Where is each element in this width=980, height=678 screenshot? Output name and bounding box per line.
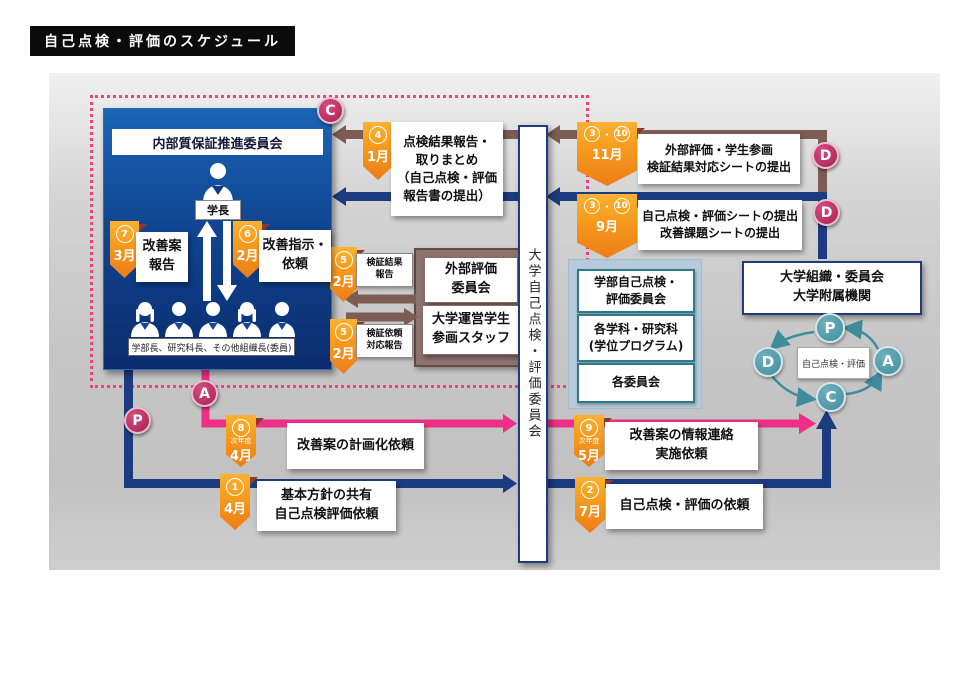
arrowhead-verification-result [344,290,358,308]
label-improvement-info: 改善案の情報連絡 実施依頼 [605,422,758,470]
badge-step8-april: 8 次年度 4月 [226,415,256,467]
phase-marker-do-top: D [812,142,839,169]
label-verification-result: 検証結果 報告 [356,253,413,287]
arrowhead-blue-left [332,187,346,206]
fiscal-note: 次年度 [230,437,252,445]
staff-strip-label: 学部長、研究科長、その他組織長(委員) [128,338,295,356]
label-improvement-planning: 改善案の計画化依頼 [287,423,424,469]
separator: ・ [602,202,612,213]
university-self-check-committee-box: 大学自己点検・評価委員会 [518,125,548,563]
month-label: 3月 [113,249,136,264]
badge-step9-may: 9 次年度 5月 [574,415,604,467]
step-number: 5 [334,323,353,341]
updown-arrows-icon [197,221,237,301]
arrowhead-verification-request [404,308,418,326]
pdca-curve-p-to-d [769,329,815,351]
step-number: 2 [581,481,599,499]
pdca-center-label: 自己点検・評価 [797,347,870,379]
label-external-sheet-submission: 外部評価・学生参画 検証結果対応シートの提出 [638,134,800,184]
step-number: 1 [226,478,244,496]
phase-marker-check: C [317,97,344,124]
badge-step2-july: 2 7月 [575,477,605,533]
month-label: 11月 [591,148,623,163]
president-icon [203,163,233,203]
pdca-plan-circle: P [815,313,845,343]
badge-step5-february-bottom: 5 2月 [330,319,357,374]
arrowhead-improvement-plan [503,414,517,433]
step-number: 3 [584,126,601,142]
badge-step1-april: 1 4月 [220,474,250,530]
step-number: 4 [369,126,387,144]
arrowhead-evaluation-request-up [816,410,837,429]
ribbon-fold [636,128,645,137]
university-organization-box: 大学組織・委員会 大学附属機関 [742,261,922,315]
step-numbers: 3 ・ 10 [584,198,630,214]
step-number: 3 [584,198,601,214]
badge-step5-february-top: 5 2月 [330,247,357,302]
label-basic-policy: 基本方針の共有 自己点検評価依頼 [257,481,396,531]
phase-marker-act: A [191,380,218,407]
step-number: 8 [232,419,250,437]
staff-group-icon [131,302,295,337]
pdca-curve-a-to-p [842,319,880,350]
badge-step4-january: 4 1月 [363,122,393,180]
pdca-curve-d-to-c [771,375,817,408]
arrowhead-blue-center [546,187,560,206]
month-label: 2月 [236,249,259,264]
ribbon-fold [249,477,258,486]
step-number: 7 [115,225,134,243]
month-label: 5月 [577,449,601,464]
label-evaluation-request: 自己点検・評価の依頼 [606,484,763,529]
label-improvement-report: 改善案 報告 [136,232,188,282]
month-label: 7月 [578,505,602,520]
arrow-evaluation-request-right [548,429,831,488]
month-label: 4月 [229,449,253,464]
arrowhead-brown-center [546,125,560,144]
pdca-do-circle: D [753,347,783,377]
month-label: 2月 [332,347,355,362]
label-improvement-instruction: 改善指示・ 依頼 [259,230,331,282]
ribbon-fold [255,418,264,427]
step-number: 6 [238,225,257,243]
president-label: 学長 [195,200,241,220]
phase-marker-plan: P [124,407,151,434]
arrowhead-improvement-info [799,413,816,434]
departments-box: 各学科・研究科 (学位プログラム) [577,314,695,362]
phase-marker-do-bottom: D [813,199,840,226]
arrow-blue-sheet-right [560,192,827,259]
ribbon-fold [261,224,270,233]
page-title: 自己点検・評価のスケジュール [30,26,296,56]
pdca-check-circle: C [816,382,846,412]
step-number: 9 [580,419,598,437]
pdca-act-circle: A [873,346,903,376]
badge-step6-february: 6 2月 [233,221,262,278]
month-label: 4月 [223,502,247,517]
separator: ・ [602,130,612,141]
step-numbers: 3 ・ 10 [584,126,630,142]
arrowhead-basic-policy [503,474,517,493]
step-number: 5 [334,251,353,269]
month-label: 1月 [366,150,390,165]
badge-step3-10-september: 3 ・ 10 9月 [577,194,637,258]
label-self-check-sheet-submission: 自己点検・評価シートの提出 改善課題シートの提出 [638,200,802,250]
external-evaluation-committee-box: 外部評価 委員会 [424,257,518,303]
step-number: 10 [613,126,630,142]
each-committee-box: 各委員会 [577,363,695,403]
arrowhead-brown-left [332,125,346,144]
committee-header: 内部質保証推進委員会 [112,129,323,155]
student-staff-box: 大学運営学生 参画スタッフ [422,305,520,355]
ribbon-fold [138,224,147,233]
month-label: 2月 [332,275,355,290]
label-inspection-result-report: 点検結果報告・ 取りまとめ （自己点検・評価 報告書の提出） [391,122,503,216]
month-label: 9月 [595,220,619,235]
badge-step7-march: 7 3月 [110,221,139,278]
label-verification-request: 検証依頼 対応報告 [356,324,413,358]
badge-step3-10-november: 3 ・ 10 11月 [577,122,637,186]
faculty-self-check-committee-box: 学部自己点検・ 評価委員会 [577,269,695,313]
fiscal-note: 次年度 [578,437,600,445]
step-number: 10 [613,198,630,214]
pdca-curve-c-to-a [845,369,883,396]
